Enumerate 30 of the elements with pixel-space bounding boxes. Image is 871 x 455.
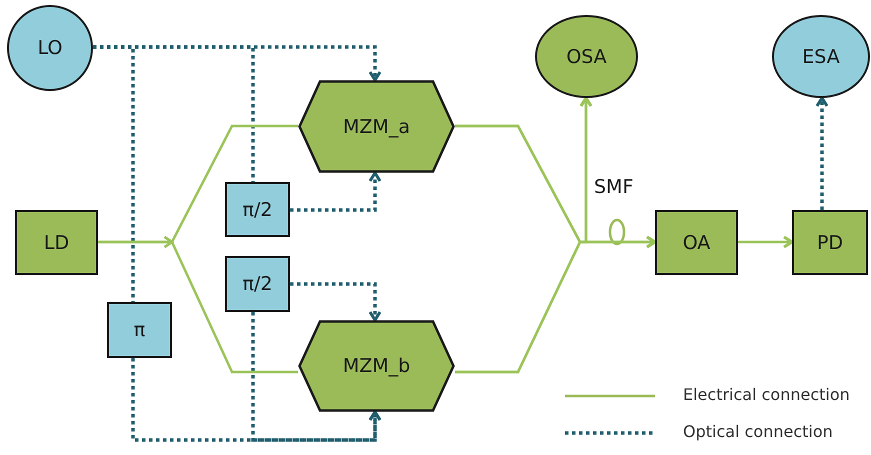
node-label: π/2	[242, 198, 272, 220]
node-label: ESA	[802, 46, 840, 68]
node-label: OA	[682, 232, 710, 254]
photodetector-box	[792, 210, 868, 275]
node-label: π	[134, 319, 146, 341]
fiber-label: SMF	[594, 176, 634, 198]
node-label: OSA	[566, 46, 607, 68]
legend-text: Optical connection	[683, 422, 833, 441]
arrow	[96, 236, 300, 374]
dotted-arrow	[290, 172, 382, 212]
phase-shifter-box	[107, 302, 172, 358]
dotted-arrow	[131, 358, 382, 442]
arrow	[738, 236, 794, 248]
laser-box	[15, 210, 98, 275]
modulator-hexagon	[298, 80, 455, 173]
node-label: MZM_a	[343, 116, 410, 138]
phase-shifter-box	[225, 182, 290, 237]
arrow	[455, 236, 656, 374]
dotted-arrow	[816, 96, 828, 210]
dotted-line	[93, 45, 135, 302]
phase-shifter-box	[225, 256, 290, 312]
legend-text: Electrical connection	[683, 385, 850, 404]
dotted-arrow	[290, 282, 382, 322]
node-label: PD	[816, 232, 844, 254]
amplifier-box	[655, 210, 738, 275]
node-label: LO	[38, 37, 62, 59]
node-label: MZM_b	[342, 355, 410, 377]
node-label: LD	[44, 232, 70, 254]
node-label: π/2	[242, 273, 272, 295]
modulator-hexagon	[298, 320, 455, 412]
